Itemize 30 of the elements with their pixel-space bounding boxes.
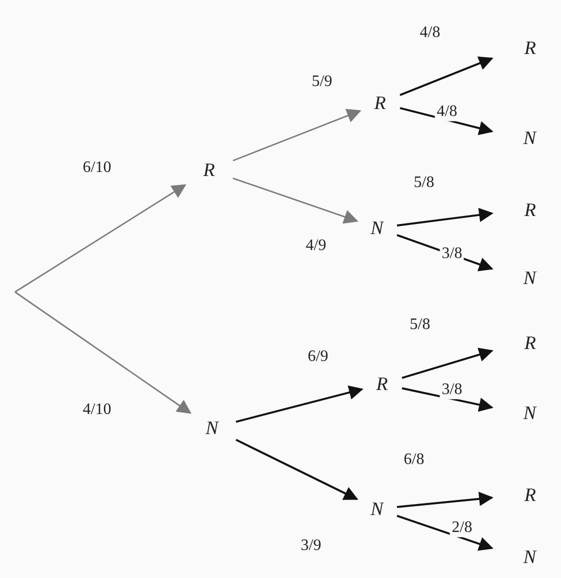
outcome-label: N	[206, 418, 218, 438]
branch-arrow	[396, 492, 494, 508]
branch-arrow	[396, 514, 494, 551]
outcome-label: N	[523, 404, 536, 422]
outcome-label: N	[523, 548, 536, 566]
outcome-label: R	[524, 486, 536, 504]
probability-label: 4/8	[434, 103, 460, 121]
outcome-label: R	[524, 200, 536, 220]
outcome-label: R	[524, 38, 536, 58]
outcome-label: N	[523, 128, 536, 148]
outcome-label: R	[374, 94, 386, 112]
branch-arrow	[14, 184, 186, 293]
branch-arrow	[14, 291, 192, 414]
branch-arrow	[400, 56, 494, 96]
outcome-label: N	[523, 268, 536, 288]
branch-arrow	[402, 387, 494, 412]
probability-label: 2/8	[450, 519, 474, 537]
branch-arrow	[232, 108, 362, 162]
outcome-label: N	[370, 500, 384, 518]
branch-arrow	[402, 348, 494, 379]
outcome-label: R	[376, 374, 388, 394]
branch-arrow	[232, 178, 358, 224]
branch-arrow	[236, 385, 364, 423]
outcome-label: N	[370, 218, 384, 238]
branch-arrow	[396, 208, 494, 226]
outcome-label: R	[524, 334, 536, 352]
probability-label: 3/8	[440, 381, 464, 399]
outcome-label: R	[203, 160, 215, 180]
branch-arrow	[236, 438, 358, 500]
probability-label: 3/8	[440, 245, 464, 263]
